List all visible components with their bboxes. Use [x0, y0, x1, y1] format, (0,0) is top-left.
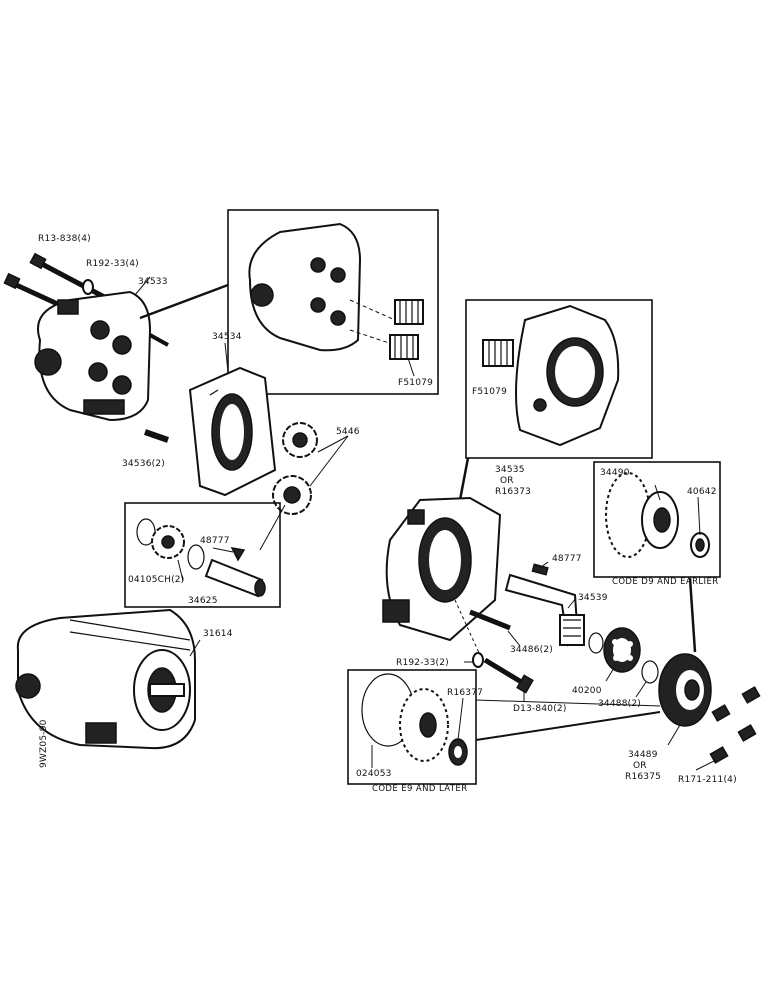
callout-arrow-cover	[139, 283, 229, 320]
caption-code-d9: CODE D9 AND EARLIER	[612, 577, 719, 587]
label-r16375: R16375	[625, 772, 661, 782]
label-34486: 34486(2)	[510, 645, 553, 655]
label-40200: 40200	[572, 686, 602, 696]
label-or-1: OR	[500, 476, 514, 486]
label-r16373: R16373	[495, 487, 531, 497]
label-04105ch: 04105CH(2)	[128, 575, 184, 585]
shaft-34625	[204, 558, 266, 598]
label-r16377: R16377	[447, 688, 483, 698]
callout-arrow-rear	[458, 457, 470, 501]
label-34534: 34534	[212, 332, 242, 342]
dowel-pin-34536	[144, 429, 169, 443]
label-024053: 024053	[356, 769, 392, 779]
key-48777	[531, 563, 549, 576]
retaining-ring-34488	[641, 660, 659, 684]
callout-arrow-d9	[688, 577, 697, 653]
label-side-code: 9WZ05-90	[39, 719, 49, 768]
label-34489: 34489	[628, 750, 658, 760]
callout-line-e9	[475, 699, 661, 707]
washer-r192-33-bottom	[472, 652, 484, 668]
seal-ring	[588, 632, 604, 654]
detail-box-gear-shaft	[124, 502, 281, 608]
part-labels: R13-838(4) R192-33(4) 34533 F51079 34534…	[38, 234, 737, 794]
detail-box-code-e9	[347, 669, 477, 785]
label-34533: 34533	[138, 277, 168, 287]
label-5446: 5446	[336, 427, 360, 437]
screws-r171-211	[709, 686, 761, 764]
label-34536: 34536(2)	[122, 459, 165, 469]
bushing-f51079-right	[482, 339, 514, 367]
callout-line-gear	[259, 504, 286, 551]
detail-box-code-d9	[593, 461, 721, 578]
gear-5446	[272, 422, 318, 515]
label-48777-right: 48777	[552, 554, 582, 564]
assembled-pump-31614	[15, 608, 196, 750]
bolt-d13-840	[483, 657, 534, 694]
label-f51079-right: F51079	[472, 387, 507, 397]
label-r13-838: R13-838(4)	[38, 234, 91, 244]
label-34625: 34625	[188, 596, 218, 606]
leader-lines	[134, 276, 717, 771]
label-f51079-left: F51079	[398, 378, 433, 388]
drive-shaft-34539	[504, 573, 585, 647]
caption-code-e9: CODE E9 AND LATER	[372, 784, 468, 794]
label-48777-left: 48777	[200, 536, 230, 546]
rear-housing-34535	[382, 496, 502, 642]
bearing-40200	[603, 627, 641, 673]
label-r192-33-top: R192-33(4)	[86, 259, 139, 269]
label-31614: 31614	[203, 629, 233, 639]
label-or-2: OR	[633, 761, 647, 771]
bushing-f51079	[389, 299, 424, 360]
gear-housing-34534	[188, 366, 277, 497]
label-r171-211: R171-211(4)	[678, 775, 737, 785]
label-r192-33-bottom: R192-33(2)	[396, 658, 449, 668]
detail-box-rear-housing	[465, 299, 653, 459]
detail-box-cover-bushings	[227, 209, 439, 395]
washer-r192-33-top	[82, 279, 94, 295]
end-cover-34533	[34, 290, 169, 422]
label-d13-840: D13-840(2)	[513, 704, 567, 714]
label-34535: 34535	[495, 465, 525, 475]
label-34490: 34490	[600, 468, 630, 478]
label-34488: 34488(2)	[598, 699, 641, 709]
label-34539: 34539	[578, 593, 608, 603]
hidden-line	[454, 599, 481, 656]
flange-34489	[658, 653, 712, 727]
callout-arrow-e9	[475, 711, 661, 741]
label-40642: 40642	[687, 487, 717, 497]
bolt-34486	[469, 609, 511, 631]
